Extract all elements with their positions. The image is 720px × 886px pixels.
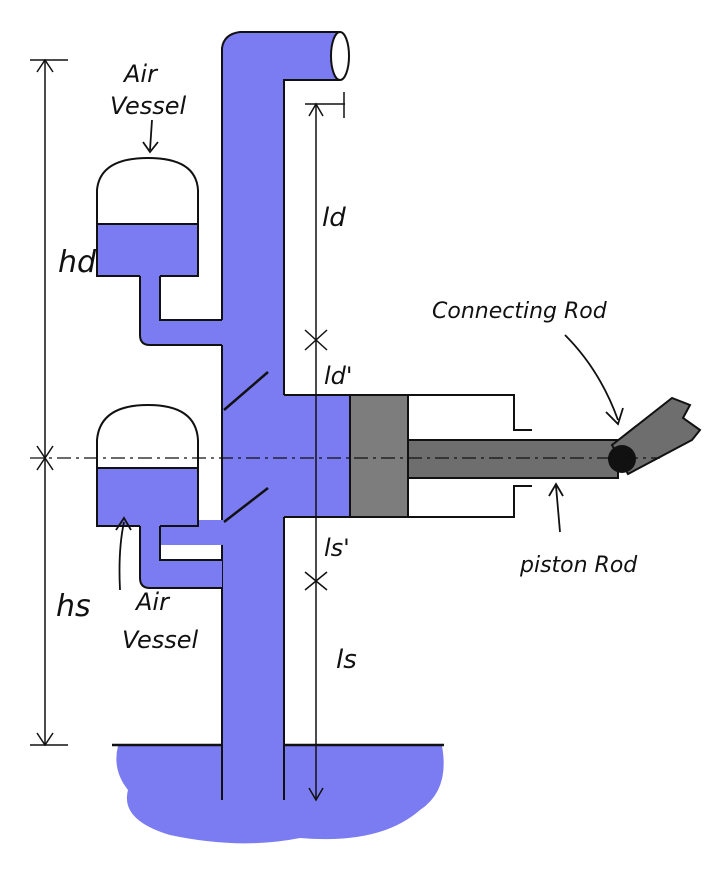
delivery-air-vessel-outline: [96, 212, 199, 277]
ld-ldprime-tick2: [304, 329, 328, 351]
lsprime-ls-tick2: [304, 571, 328, 591]
cylinder-chamber-fluid: [284, 395, 350, 517]
air-vessel-bottom-arrow: [115, 516, 132, 591]
hd-label: hd: [58, 245, 97, 280]
air-vessel-bottom-label-line2: Vessel: [122, 626, 199, 654]
hs-arrow-down: [36, 732, 54, 747]
hs-arrow-up: [36, 456, 54, 471]
hd-arrow-up: [36, 58, 54, 73]
air-vessel-top-label-line2: Vessel: [110, 92, 187, 120]
suction-air-vessel-connector-outline: [139, 526, 222, 589]
delivery-outlet: [330, 31, 350, 81]
ld-label: ld: [322, 203, 346, 233]
delivery-valve: [223, 371, 269, 411]
connecting-rod-arrow: [564, 334, 624, 426]
suction-valve: [223, 487, 269, 523]
ld-arrow-top: [308, 102, 324, 117]
suction-air-vessel-connector: [140, 526, 222, 588]
main-pipe-outline-right: [283, 79, 340, 745]
suction-air-vessel-outline: [96, 460, 199, 527]
ls-label: ls: [336, 645, 357, 675]
ld-prime-label: ld': [324, 362, 353, 390]
delivery-air-vessel-connector-outline: [139, 276, 222, 346]
ls-arrow-bottom: [308, 787, 324, 802]
piston-rod-arrow: [548, 482, 564, 533]
piston: [349, 394, 409, 518]
piston-rod-label: piston Rod: [519, 553, 638, 578]
suction-pipe-submerged: [222, 740, 284, 800]
delivery-air-vessel-fluid: [97, 224, 198, 276]
suction-air-vessel-fluid: [97, 468, 198, 526]
connecting-rod-label: Connecting Rod: [432, 299, 608, 324]
air-vessel-top-arrow: [142, 119, 159, 154]
crank-pin: [608, 445, 636, 473]
main-pipe-fluid: [140, 32, 350, 745]
hs-label: hs: [56, 589, 91, 624]
suction-air-vessel-dome: [96, 403, 199, 460]
air-vessel-bottom-label-line1: Air: [134, 588, 171, 616]
ls-prime-label: ls': [324, 534, 350, 562]
delivery-air-vessel-dome: [96, 156, 199, 212]
piston-rod: [407, 439, 619, 479]
air-vessel-top-label-line1: Air: [122, 60, 159, 88]
delivery-air-vessel-connector: [140, 276, 222, 345]
